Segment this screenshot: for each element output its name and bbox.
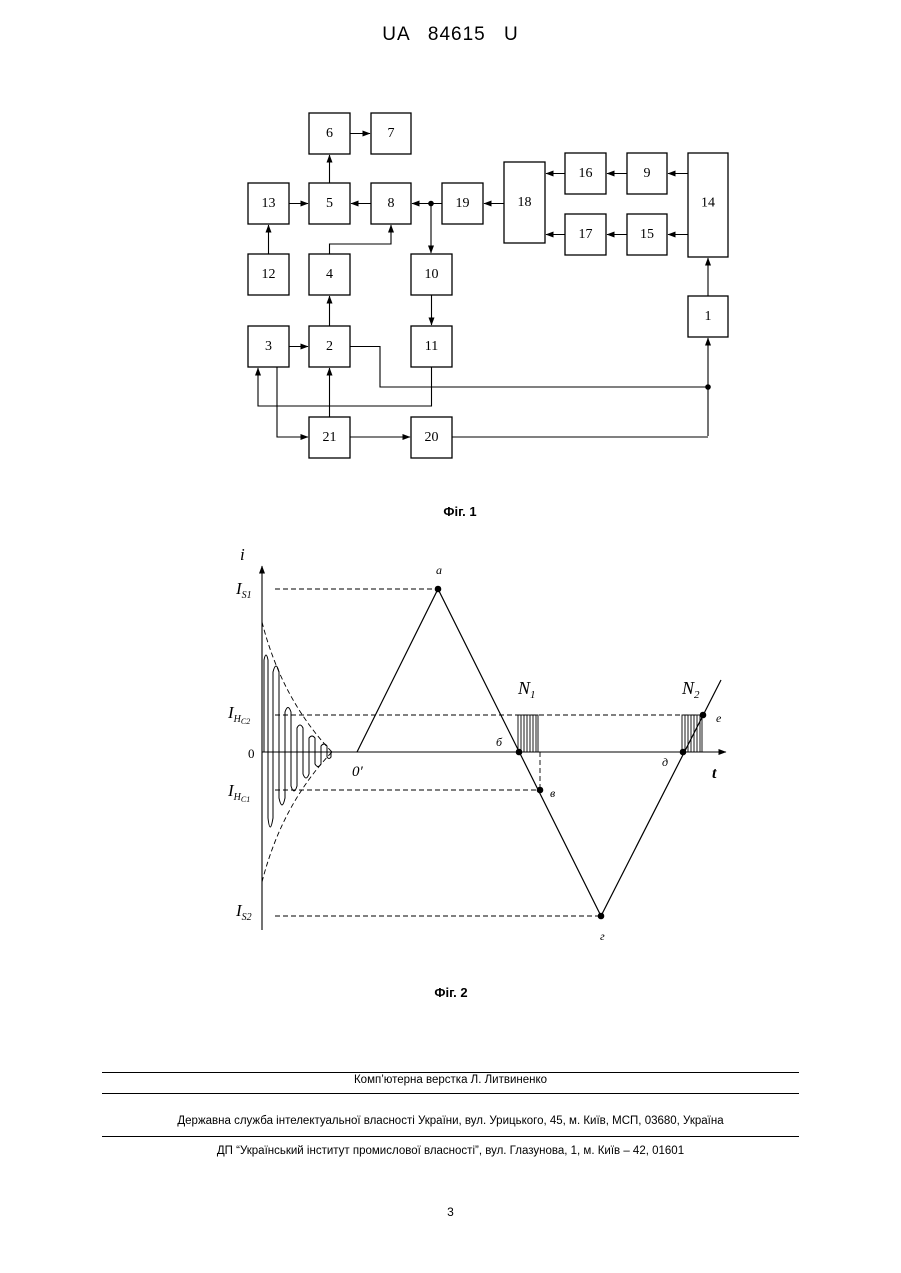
svg-text:21: 21 [323,430,337,445]
block-9: 9 [627,153,667,194]
svg-text:11: 11 [425,339,438,354]
block-2: 2 [309,326,350,367]
svg-text:16: 16 [579,166,593,181]
block-6: 6 [309,113,350,154]
block-12: 12 [248,254,289,295]
block-11: 11 [411,326,452,367]
svg-text:13: 13 [262,196,276,211]
block-18: 18 [504,162,545,243]
block-19: 19 [442,183,483,224]
footer-rule-3 [102,1136,799,1137]
block-17: 17 [565,214,606,255]
point-labels: a б в г д e 0′ N1 N2 [352,563,722,943]
svg-text:N1: N1 [517,678,536,701]
svg-text:г: г [600,929,605,943]
svg-text:IS1: IS1 [235,579,252,601]
page-number: 3 [0,1205,901,1219]
block-10: 10 [411,254,452,295]
figure1-caption: Фіг. 1 [443,504,476,519]
svg-text:12: 12 [262,267,276,282]
footer-institute-address: ДП “Український інститут промислової вла… [0,1145,901,1157]
figure2-caption: Фіг. 2 [434,985,467,1000]
svg-text:б: б [496,735,503,749]
block-21: 21 [309,417,350,458]
svg-text:д: д [662,755,668,769]
block-14: 14 [688,153,728,257]
svg-text:1: 1 [705,309,712,324]
svg-text:2: 2 [326,339,333,354]
svg-text:в: в [550,786,555,800]
svg-text:IHC1: IHC1 [227,781,250,804]
svg-text:20: 20 [425,430,439,445]
svg-text:10: 10 [425,267,439,282]
block-diagram: 6 7 13 5 8 19 18 16 9 14 17 15 12 4 10 1… [248,113,728,458]
footer-service-address: Державна служба інтелектуальної власност… [0,1115,901,1127]
footer-rule-2 [102,1093,799,1094]
block-15: 15 [627,214,667,255]
block-16: 16 [565,153,606,194]
y-axis-label: i [240,545,245,564]
timing-graph: i t IS1 IHC2 0 IHC1 IS2 [227,545,726,943]
block-20: 20 [411,417,452,458]
svg-text:IS2: IS2 [235,901,252,923]
block-1: 1 [688,296,728,337]
pulse-burst-n1 [518,715,538,752]
damped-oscillation [264,655,331,827]
block-13: 13 [248,183,289,224]
svg-text:15: 15 [640,227,654,242]
block-7: 7 [371,113,411,154]
svg-text:3: 3 [265,339,272,354]
svg-text:IHC2: IHC2 [227,703,250,726]
svg-text:8: 8 [388,196,395,211]
block-5: 5 [309,183,350,224]
svg-text:5: 5 [326,196,333,211]
block-8: 8 [371,183,411,224]
svg-text:4: 4 [326,267,333,282]
svg-text:6: 6 [326,126,333,141]
pulse-burst-n2 [682,715,702,752]
svg-text:e: e [716,711,722,725]
svg-text:18: 18 [518,195,532,210]
svg-text:0′: 0′ [352,764,364,780]
svg-text:19: 19 [456,196,470,211]
svg-text:17: 17 [579,227,593,242]
block-4: 4 [309,254,350,295]
footer-layout-credit: Комп’ютерна верстка Л. Литвиненко [0,1074,901,1086]
svg-text:N2: N2 [681,678,700,701]
block-3: 3 [248,326,289,367]
svg-text:9: 9 [644,166,651,181]
footer-rule-1 [102,1072,799,1073]
svg-text:a: a [436,563,442,577]
svg-text:0: 0 [248,746,255,761]
svg-text:7: 7 [388,126,395,141]
svg-text:14: 14 [701,196,715,211]
level-labels: IS1 IHC2 0 IHC1 IS2 [227,579,255,923]
x-axis-label: t [712,765,717,782]
